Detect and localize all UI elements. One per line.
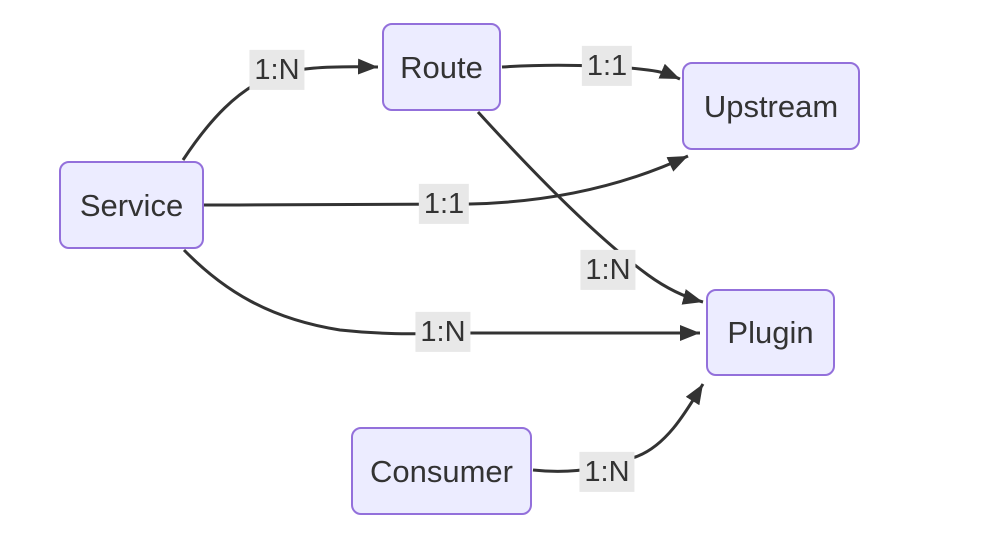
node-consumer-label: Consumer [370,453,513,489]
node-service-label: Service [79,187,184,223]
edge-label-route-upstream: 1:1 [581,45,633,87]
edge-label-consumer-plugin: 1:N [579,451,635,493]
node-route: Route [382,23,501,111]
edge-service-upstream [203,154,689,207]
edge-label-service-upstream: 1:1 [418,183,470,225]
node-upstream-label: Upstream [703,88,839,124]
node-upstream: Upstream [682,62,860,150]
edge-route-upstream [501,63,681,81]
node-consumer: Consumer [351,427,532,515]
node-plugin-label: Plugin [727,315,814,350]
node-plugin: Plugin [706,289,835,376]
edge-consumer-plugin [532,383,705,473]
edge-label-service-plugin: 1:N [415,311,471,353]
edge-label-service-route: 1:N [249,49,305,91]
node-service: Service [59,161,204,249]
edge-label-route-plugin: 1:N [580,249,636,291]
node-route-label: Route [400,49,483,85]
